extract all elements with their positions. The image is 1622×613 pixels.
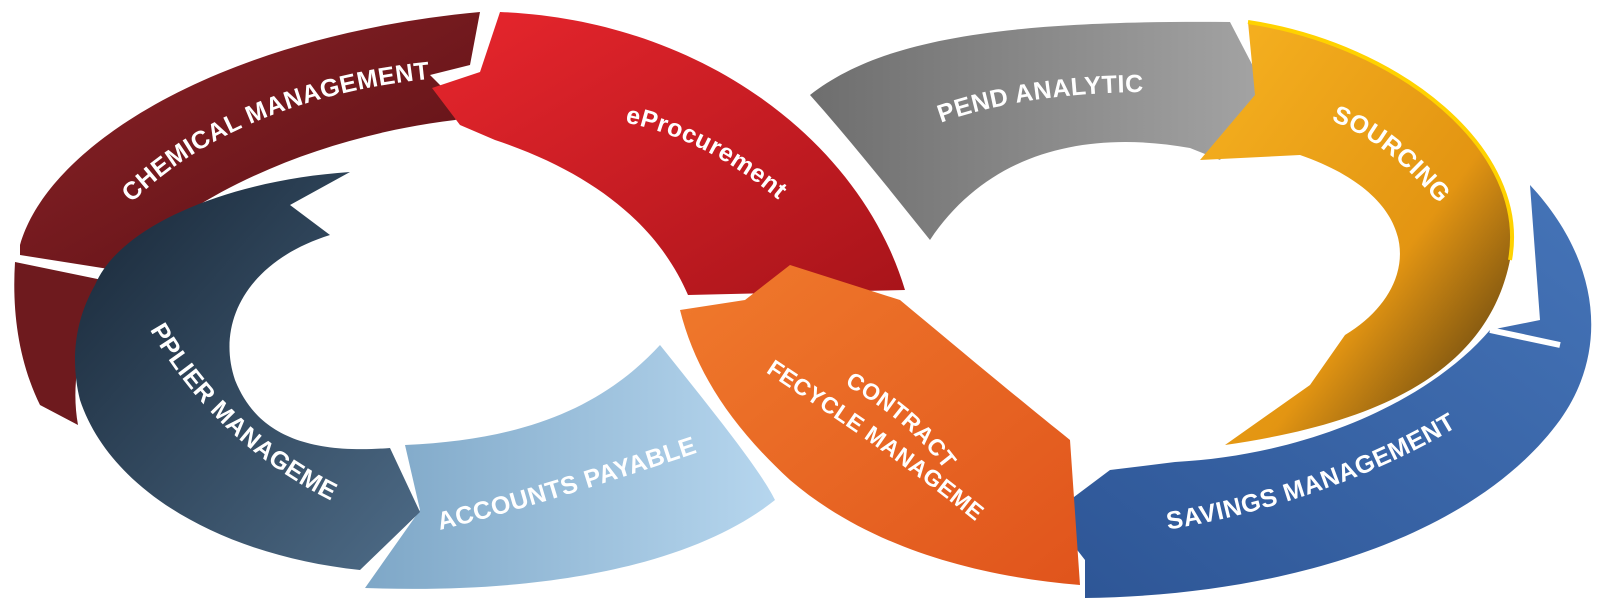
segment-sourcing-shape xyxy=(1200,22,1513,445)
segment-sourcing-rim xyxy=(1247,20,1514,261)
segment-savings-shape xyxy=(1050,185,1592,598)
segment-supplier-shape xyxy=(75,172,420,570)
segment-spend-shape xyxy=(810,21,1268,240)
segment-eprocurement-shape xyxy=(432,12,905,295)
segment-chemical-shape xyxy=(20,12,480,270)
segment-accounts-payable: ACCOUNTS PAYABLE xyxy=(365,345,775,589)
segment-savings-divider xyxy=(1489,327,1561,348)
segment-accounts-shape xyxy=(365,345,775,589)
segment-contract-shape xyxy=(680,265,1080,585)
segment-eprocurement: eProcurement xyxy=(432,12,905,295)
